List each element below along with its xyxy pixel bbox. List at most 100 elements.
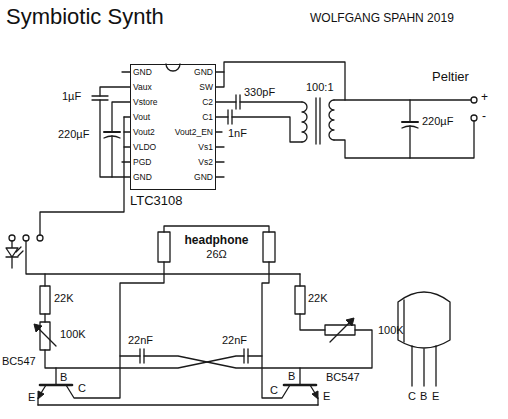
resistor-symbol	[295, 286, 305, 314]
resistor-symbol	[40, 286, 50, 314]
transistor-emitter	[38, 385, 46, 405]
arrow-head	[312, 391, 318, 399]
wire	[216, 62, 345, 100]
pin-name: Vaux	[133, 81, 152, 93]
headband	[164, 226, 269, 232]
pin-name: E	[323, 390, 330, 403]
speaker-symbol	[158, 232, 170, 262]
potentiometer-symbol	[325, 325, 355, 335]
component-value: 26Ω	[168, 248, 265, 261]
arrow-head	[38, 391, 44, 399]
pin-stub	[122, 71, 130, 72]
electrolytic-capacitor-symbol	[402, 121, 418, 123]
terminal	[23, 235, 29, 241]
part-name: BC547	[2, 355, 36, 368]
wire	[409, 126, 410, 158]
wire	[100, 87, 130, 96]
pin-name: C	[270, 384, 278, 397]
pin-name: GND	[133, 66, 152, 78]
wire	[262, 262, 290, 398]
electrolytic-capacitor-symbol	[104, 131, 120, 133]
terminal-label: Peltier	[432, 70, 469, 85]
terminal	[37, 235, 43, 241]
wire	[334, 99, 471, 100]
transformer-core	[316, 98, 320, 144]
arrow-head	[346, 318, 354, 326]
diagram-title: Symbiotic Synth	[6, 4, 164, 29]
pin-name: Vstore	[133, 96, 158, 108]
wire	[100, 100, 130, 177]
component-value: 22K	[308, 292, 328, 305]
wire	[44, 274, 45, 322]
pin-name: C2	[202, 96, 213, 108]
part-name: headphone	[168, 234, 265, 248]
pin-name: E	[28, 391, 35, 404]
pin-stub	[216, 72, 224, 177]
pin-name: SW	[199, 81, 213, 93]
terminal	[471, 115, 477, 121]
pin-name: Vout2	[133, 126, 155, 138]
led-symbol	[6, 241, 18, 268]
pin-name: Vout	[133, 111, 150, 123]
transistor-emitter	[310, 385, 318, 405]
wire	[40, 117, 124, 235]
pin-name: VLDO	[133, 141, 156, 153]
component-value: 100K	[60, 328, 86, 341]
component-value: 22nF	[128, 334, 153, 347]
terminal	[471, 97, 477, 103]
ic-chip: LTC3108 GND VauxVstoreVoutVout2VLDO PGD GND G…	[130, 64, 216, 210]
component-value: 22nF	[222, 334, 247, 347]
pin-name: Vs2	[198, 156, 213, 168]
wire	[120, 355, 140, 356]
component-value: 100:1	[306, 81, 334, 94]
component-value: 100K	[378, 324, 404, 337]
wire	[144, 330, 372, 368]
component-value: 1nF	[228, 127, 247, 140]
part-name: BC547	[326, 371, 360, 384]
wire	[45, 350, 244, 368]
transformer-coil	[302, 102, 307, 142]
wire	[55, 368, 56, 385]
terminal	[9, 235, 15, 241]
wire	[216, 116, 228, 117]
pin-name: Vs1	[198, 141, 213, 153]
speaker-symbol	[263, 232, 275, 262]
transistor-package	[398, 292, 450, 348]
wire	[111, 136, 112, 177]
led-light-arrows	[16, 247, 23, 256]
chip-name: LTC3108	[130, 193, 183, 208]
headphone-part: headphone26Ω	[168, 234, 265, 260]
pin-name: C	[408, 390, 416, 403]
pin-name: C	[78, 382, 86, 395]
component-value: 22K	[54, 292, 74, 305]
arrow-head	[34, 324, 42, 332]
wire	[299, 368, 300, 385]
pin-name: E	[432, 390, 439, 403]
component-value: 330pF	[244, 86, 275, 99]
terminal-label: -	[482, 110, 486, 124]
potentiometer-arrow	[35, 325, 56, 346]
wire	[248, 355, 262, 356]
pin-name: C1	[202, 111, 213, 123]
wire	[409, 100, 410, 122]
wire	[38, 404, 318, 405]
pin-name: B	[60, 371, 67, 384]
component-value: 220µF	[422, 115, 453, 128]
wire	[26, 241, 300, 274]
transistor-legs	[412, 346, 436, 386]
wire	[240, 101, 302, 102]
terminal-label: +	[481, 91, 488, 105]
pin-stub	[122, 161, 130, 162]
component-value: 220µF	[58, 128, 89, 141]
pin-name: GND	[133, 171, 152, 183]
pin-name: PGD	[133, 156, 151, 168]
transformer-coil	[329, 100, 334, 140]
component-value: 1µF	[62, 90, 81, 103]
pin-name: GND	[194, 171, 213, 183]
pin-name: B	[420, 390, 427, 403]
potentiometer-arrow	[330, 319, 353, 342]
chip-notch	[166, 64, 180, 71]
author-note: WOLFGANG SPAHN 2019	[310, 12, 454, 26]
